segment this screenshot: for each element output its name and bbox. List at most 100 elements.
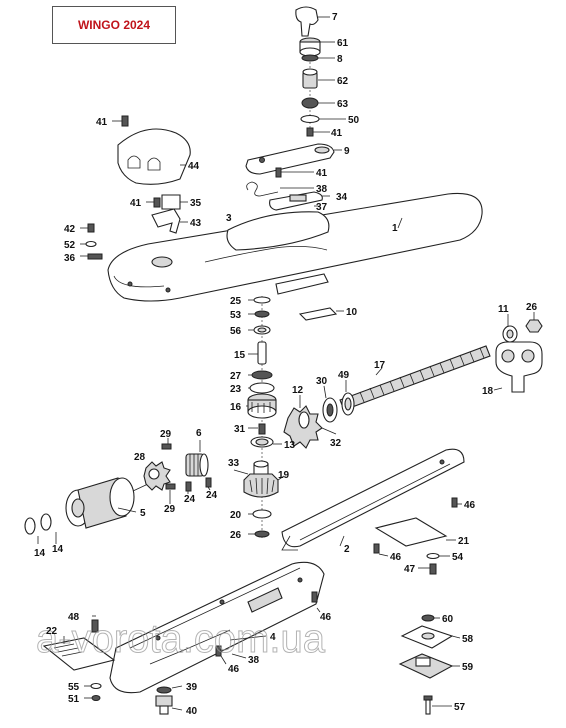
callout-14-b: 14 — [52, 544, 64, 555]
callout-26-b: 26 — [230, 530, 242, 541]
part-5-motor — [65, 477, 149, 529]
part-4-base-casing — [109, 561, 325, 694]
part-50-washer — [300, 114, 346, 124]
part-14-rings — [24, 513, 57, 544]
part-46-screws-a — [373, 497, 462, 557]
callout-53: 53 — [230, 310, 242, 321]
callout-24-b: 24 — [206, 490, 218, 501]
callout-5: 5 — [140, 508, 146, 519]
part-1-upper-housing — [107, 192, 483, 302]
part-60-nut — [421, 614, 440, 622]
callout-54: 54 — [452, 552, 464, 563]
part-58-plate — [400, 625, 461, 649]
callout-55: 55 — [68, 682, 80, 693]
part-55-51-fasteners — [84, 682, 102, 701]
callout-50: 50 — [348, 115, 360, 126]
callout-4: 4 — [270, 632, 276, 643]
part-39-40-bolt — [155, 685, 183, 715]
callout-14-a: 14 — [34, 548, 46, 559]
callout-1: 1 — [392, 223, 398, 234]
part-30-nut — [322, 385, 338, 423]
part-54-47-fasteners — [418, 552, 450, 575]
part-32-key — [321, 427, 337, 435]
callout-8: 8 — [337, 54, 343, 65]
part-41-screw-a — [306, 127, 330, 137]
callout-24-a: 24 — [184, 494, 196, 505]
callout-7: 7 — [332, 12, 338, 23]
callout-2: 2 — [344, 544, 350, 555]
part-22-plate — [42, 636, 116, 671]
callout-27: 27 — [230, 371, 242, 382]
callout-33: 33 — [228, 458, 240, 469]
part-11-bushing — [502, 314, 518, 343]
part-17-worm-screw — [339, 345, 491, 411]
callout-35: 35 — [190, 198, 202, 209]
callout-41-a: 41 — [331, 128, 343, 139]
callout-19: 19 — [278, 470, 290, 481]
callout-58: 58 — [462, 634, 474, 645]
callout-18: 18 — [482, 386, 494, 397]
callout-26-a: 26 — [526, 302, 538, 313]
part-49-bearing — [341, 380, 355, 416]
callout-30: 30 — [316, 376, 328, 387]
callout-32: 32 — [330, 438, 342, 449]
callout-17: 17 — [374, 360, 386, 371]
callout-41-c: 41 — [96, 117, 108, 128]
part-62-sleeve — [302, 68, 335, 89]
callout-49: 49 — [338, 370, 350, 381]
part-6-gear — [185, 440, 209, 477]
part-26-washer-b — [248, 530, 270, 538]
model-title: WINGO 2024 — [77, 18, 151, 32]
part-23-ring — [248, 382, 275, 394]
part-26-nut — [525, 312, 543, 333]
callout-51: 51 — [68, 694, 80, 705]
part-41-screw-c — [112, 115, 129, 127]
part-42-52-36-fasteners — [80, 223, 103, 260]
callout-6: 6 — [196, 428, 202, 439]
part-61-lock-cylinder — [299, 37, 335, 62]
part-38-spacer — [231, 653, 247, 659]
callout-60: 60 — [442, 614, 454, 625]
part-20-washer — [248, 509, 272, 519]
callout-9: 9 — [344, 146, 350, 157]
callout-41-d: 41 — [130, 198, 142, 209]
callout-23: 23 — [230, 384, 242, 395]
callout-12: 12 — [292, 385, 304, 396]
part-35-43-bracket — [146, 194, 188, 234]
callout-22: 22 — [46, 626, 58, 637]
part-33-key — [233, 469, 249, 475]
part-15-pin — [248, 341, 267, 365]
callout-42: 42 — [64, 224, 76, 235]
part-25-washer — [248, 296, 271, 304]
callout-43: 43 — [190, 218, 202, 229]
part-44-motor-cover — [117, 128, 191, 185]
callout-56: 56 — [230, 326, 242, 337]
callout-59: 59 — [462, 662, 474, 673]
callout-11: 11 — [498, 304, 509, 315]
part-18-end-bracket — [493, 341, 543, 393]
part-24-screws — [185, 477, 212, 494]
callout-3: 3 — [226, 213, 232, 224]
callout-46-d: 46 — [228, 664, 240, 675]
part-28-pinion — [143, 461, 171, 491]
callout-31: 31 — [234, 424, 246, 435]
callout-28: 28 — [134, 452, 146, 463]
callout-38-a: 38 — [316, 184, 328, 195]
callout-46-b: 46 — [390, 552, 402, 563]
part-19-gear-wheel — [243, 460, 285, 498]
callout-16: 16 — [230, 402, 242, 413]
part-53-washer — [248, 310, 270, 318]
callout-labels: 7 61 8 62 63 50 41 9 41 38 34 37 41 44 4… — [34, 12, 538, 717]
callout-29-b: 29 — [164, 504, 176, 515]
callout-15: 15 — [234, 350, 246, 361]
part-16-worm-gear — [246, 393, 277, 419]
part-48-screw — [91, 615, 99, 633]
callout-36-a: 36 — [64, 253, 76, 264]
callout-47: 47 — [404, 564, 416, 575]
callout-63: 63 — [337, 99, 349, 110]
part-37-release-plate — [269, 191, 330, 211]
part-2-base-rail — [281, 448, 465, 551]
part-57-bolt — [423, 695, 452, 715]
